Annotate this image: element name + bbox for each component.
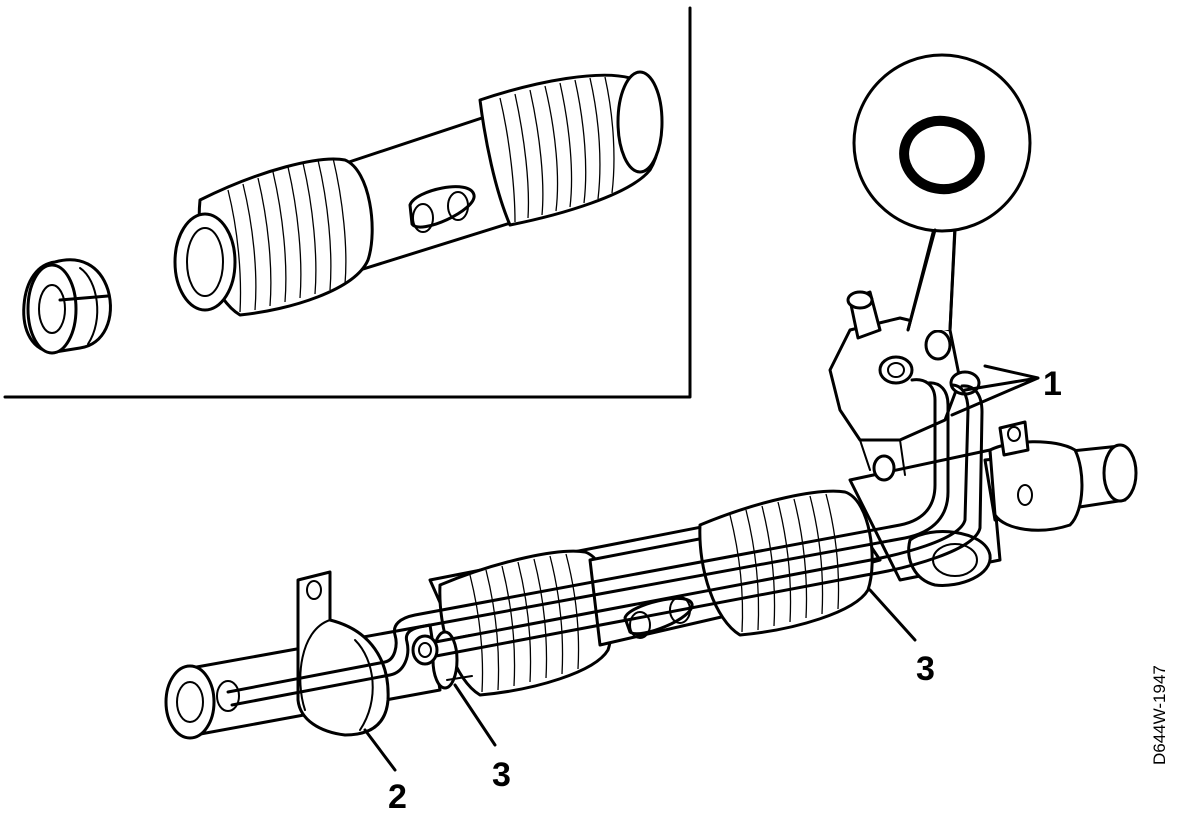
leader-lines	[363, 364, 1040, 772]
callout-2: 2	[388, 778, 407, 816]
drawing-id: D644W-1947	[1150, 665, 1169, 765]
inset-detail	[3, 6, 692, 399]
inset-frame	[3, 6, 692, 399]
steering-rack	[164, 290, 1138, 740]
callout-3-left: 3	[492, 756, 511, 794]
leader-3b	[868, 588, 917, 642]
end-plug	[22, 258, 112, 355]
steering-boot	[173, 70, 664, 317]
callout-3-right: 3	[916, 650, 935, 688]
hydraulic-lines	[226, 378, 984, 707]
callout-1: 1	[1043, 365, 1062, 403]
leader-2	[363, 728, 397, 772]
right-tube-end	[983, 420, 1138, 532]
left-mounting-bracket	[296, 570, 390, 737]
leader-1	[950, 364, 1040, 417]
seal-ring-icon	[899, 115, 985, 195]
leader-3a	[453, 683, 497, 747]
seal-ring-magnifier	[852, 53, 1032, 332]
